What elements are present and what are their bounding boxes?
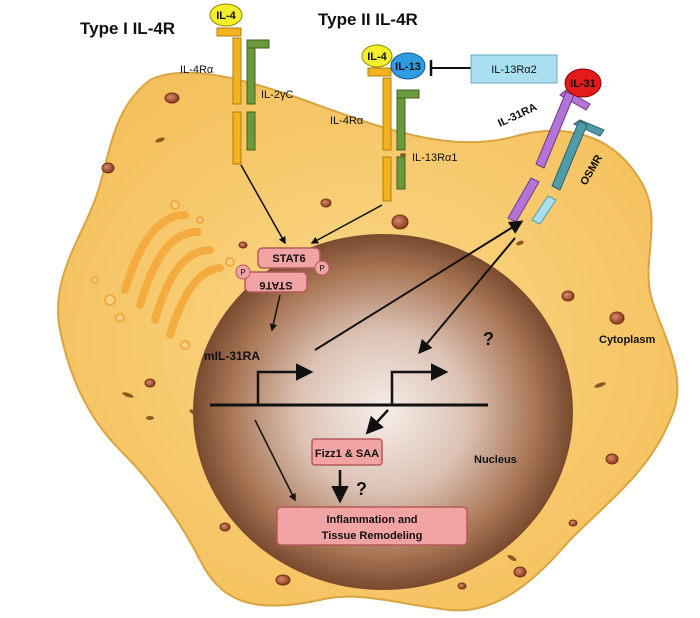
arrow-dna-to-outcome [254, 419, 296, 502]
il31-ligand [564, 68, 602, 98]
il4-label-right: IL-4 [367, 51, 387, 63]
question-mark-outcome: ? [356, 479, 367, 499]
il4ra-right-label: IL-4Rα [330, 115, 364, 127]
stat6-dimer [235, 247, 330, 293]
cytoplasm-label: Cytoplasm [599, 334, 655, 346]
il4-label-left: IL-4 [216, 10, 236, 22]
type1-title: Type I IL-4R [80, 19, 175, 38]
il13-label: IL-13 [395, 61, 421, 73]
type2-receptor [367, 67, 420, 202]
stat6-label-bottom: STAT6 [259, 279, 292, 291]
outcome-label-line2: Tissue Remodeling [322, 530, 423, 542]
nucleus-label: Nucleus [474, 454, 517, 466]
il13ra2-box [470, 54, 558, 84]
il31ra-label: IL-31RA [496, 101, 539, 129]
fizz-box [311, 438, 383, 466]
cytoplasmic-vesicles [101, 92, 625, 590]
il31-label: IL-31 [570, 78, 596, 90]
mrna-label: mIL-31RA [204, 349, 260, 363]
arrow-gene-to-fizz [365, 409, 389, 435]
phospho-label-top: P [319, 264, 324, 273]
arrow-type2-to-stat6 [310, 204, 383, 244]
promoter-arrow-fizz [390, 363, 449, 405]
question-mark-receptor: ? [483, 329, 494, 349]
nucleus [193, 234, 573, 590]
fizz-label: Fizz1 & SAA [315, 448, 379, 460]
il13-ligand [390, 52, 426, 80]
outcome-box [276, 506, 468, 546]
outcome-label-line1: Inflammation and [326, 514, 417, 526]
phospho-label-bottom: P [240, 268, 245, 277]
promoter-arrow-il31ra [256, 363, 314, 405]
type1-receptor [216, 27, 270, 165]
type2-title: Type II IL-4R [318, 10, 418, 29]
arrow-stat6-to-gene [269, 294, 281, 332]
il13ra1-label: IL-13Rα1 [412, 152, 458, 164]
arrow-type1-to-stat6 [240, 164, 286, 245]
il4-ligand-right [361, 44, 393, 68]
il4-ligand-left [209, 3, 243, 27]
il4ra-left-label: IL-4Rα [180, 64, 214, 76]
golgi-vesicles [91, 200, 235, 350]
golgi-apparatus [121, 211, 224, 339]
il13ra2-label: IL-13Rα2 [491, 64, 537, 76]
arrow-il31ra-to-gene [418, 237, 516, 355]
stat6-label-top: STAT6 [272, 253, 305, 265]
il2gc-label: IL-2γC [261, 89, 293, 101]
arrow-gene-to-il31ra [314, 220, 524, 351]
